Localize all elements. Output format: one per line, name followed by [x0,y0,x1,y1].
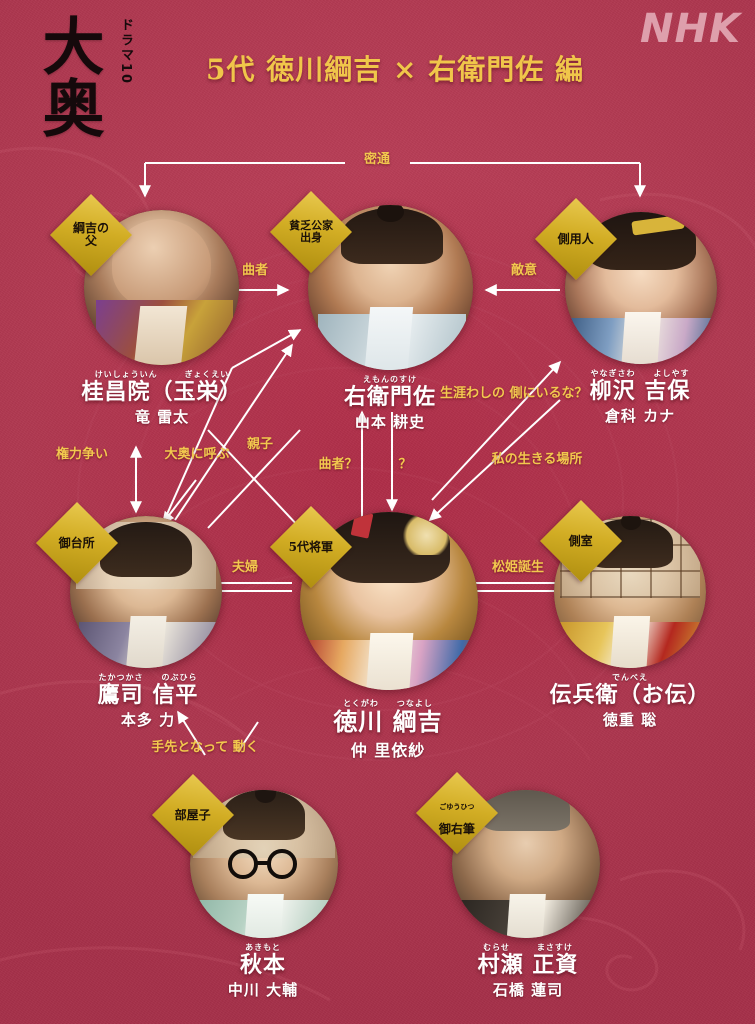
char-name-denbee: 伝兵衛（お伝） [549,682,711,708]
character-node-emonnosuke[interactable]: 貧乏公家 出身 えもんのすけ 右衛門佐 山本 耕史 [269,190,490,432]
badge-murase-ruby: ごゆうひつ [439,801,475,811]
badge-murase-label: 御右筆 [438,822,476,837]
actor-name-emonnosuke: 山本 耕史 [354,413,426,432]
edge-label-tekii: 敵意 [510,263,537,278]
character-node-murase[interactable]: ごゆうひつ 御右筆 むらせ まさすけ 村瀬 正資 石橋 蓮司 [415,771,628,1000]
ruby-akimoto: あきもと [245,943,281,952]
edge-label-kusemono: 曲者 [241,263,268,278]
actor-name-akimoto: 中川 大輔 [227,981,299,1000]
edge-label-mitsuu: 密通 [363,152,390,167]
caption-keishoin: けいしょういん ぎょくえい 桂昌院（玉栄） 竜 雷太 [62,371,262,427]
edge-label-ooku-ni-yobu: 大奥に呼ぶ [164,447,230,462]
ruby-denbee: でんべえ [612,673,648,682]
edge-label-kenryoku-arasoi: 権力争い [56,447,109,462]
character-node-keishoin[interactable]: 綱吉の 父 けいしょういん ぎょくえい 桂昌院（玉栄） 竜 雷太 [49,193,262,427]
char-name-keishoin: 桂昌院（玉栄） [81,379,243,405]
edge-label-kusemono-question: 曲者？ [318,457,358,472]
char-name-emonnosuke: 右衛門佐 [343,384,436,410]
caption-denbee: でんべえ 伝兵衛（お伝） 徳重 聡 [530,674,730,730]
character-node-takatsukasa[interactable]: 御台所 たかつかさ のぶひら 鷹司 信平 本多 力 [35,501,248,730]
actor-name-tsunayoshi: 仲 里依紗 [350,741,426,761]
ruby-takatsukasa: たかつかさ のぶひら [98,673,198,682]
drama-logo-subtitle: ドラマ10 [118,18,133,86]
caption-takatsukasa: たかつかさ のぶひら 鷹司 信平 本多 力 [48,674,248,730]
caption-tsunayoshi: とくがわ つなよし 徳川 綱吉 仲 里依紗 [288,700,488,761]
char-name-tsunayoshi: 徳川 綱吉 [333,707,443,736]
badge-emonnosuke-text: 貧乏公家 出身 [289,219,333,244]
char-name-takatsukasa: 鷹司 信平 [97,682,199,708]
actor-name-denbee: 徳重 聡 [602,711,658,730]
badge-takatsukasa-text: 御台所 [58,535,96,550]
portrait-tsunayoshi[interactable] [300,512,478,690]
badge-yanagisawa-text: 側用人 [557,231,595,246]
actor-name-takatsukasa: 本多 力 [120,711,176,730]
page-title: 5代 徳川綱吉 × 右衛門佐 編 [206,53,584,86]
badge-tsunayoshi-text: 5代将軍 [288,539,334,554]
ruby-tsunayoshi: とくがわ つなよし [343,699,433,708]
caption-yanagisawa: やなぎさわ よしやす 柳沢 吉保 倉科 カナ [545,370,735,426]
character-node-tsunayoshi[interactable]: 5代将軍 とくがわ つなよし 徳川 綱吉 仲 里依紗 [269,505,488,761]
char-name-akimoto: 秋本 [239,952,286,978]
drama-logo-title: 大奥 [31,14,105,138]
badge-keishoin-text: 綱吉の 父 [72,221,110,248]
nhk-logo: NHK [640,6,741,52]
ruby-keishoin: けいしょういん ぎょくえい [94,370,230,379]
edge-label-oyako: 親子 [246,437,273,452]
ruby-murase: むらせ まさすけ [483,943,573,952]
character-node-yanagisawa[interactable]: 側用人 やなぎさわ よしやす 柳沢 吉保 倉科 カナ [534,197,735,426]
edge-label-tesaki: 手先となって 動く [151,740,259,755]
portrait-akimoto[interactable] [190,790,338,938]
char-name-murase: 村瀬 正資 [477,952,579,978]
caption-akimoto: あきもと 秋本 中川 大輔 [168,944,358,1000]
edge-label-ikiru-basho: 私の生きる場所 [491,452,583,467]
edge-label-shougai-washi: 生涯わしの 側にいるな？ [440,386,588,401]
caption-murase: むらせ まさすけ 村瀬 正資 石橋 蓮司 [428,944,628,1000]
character-node-akimoto[interactable]: 部屋子 あきもと 秋本 中川 大輔 [151,773,358,1000]
edge-label-fuufu: 夫婦 [231,560,258,575]
actor-name-murase: 石橋 蓮司 [492,981,564,1000]
badge-murase-text: ごゆうひつ 御右筆 [438,790,476,837]
character-node-denbee[interactable]: 側室 でんべえ 伝兵衛（お伝） 徳重 聡 [530,499,730,730]
ruby-yanagisawa: やなぎさわ よしやす [590,369,690,378]
actor-name-yanagisawa: 倉科 カナ [604,407,676,426]
badge-akimoto-text: 部屋子 [174,807,212,822]
actor-name-keishoin: 竜 雷太 [134,408,190,427]
ruby-emonnosuke: えもんのすけ [363,375,417,384]
caption-emonnosuke: えもんのすけ 右衛門佐 山本 耕史 [290,376,490,432]
badge-denbee-text: 側室 [568,533,594,548]
edge-label-matsuhime: 松姫誕生 [491,560,544,575]
drama-logo: 大奥 ドラマ10 [31,8,154,158]
edge-label-question: ？ [398,457,412,472]
char-name-yanagisawa: 柳沢 吉保 [589,378,691,404]
